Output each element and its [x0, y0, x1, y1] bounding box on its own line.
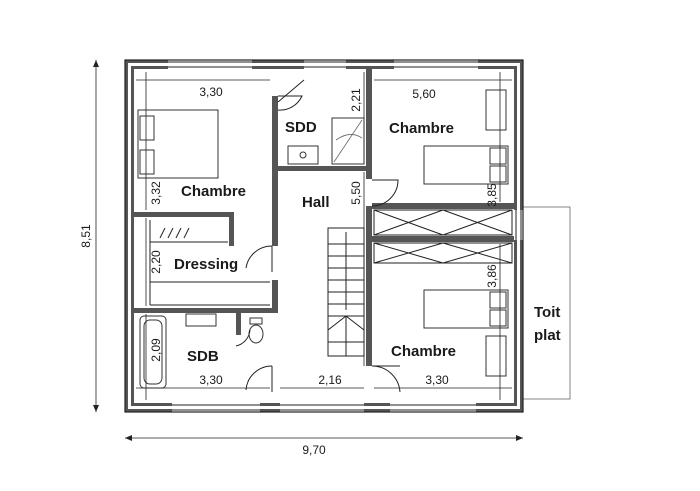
- room-label-sdb: SDB: [187, 348, 219, 365]
- flat-roof-outline: [521, 206, 571, 400]
- sdd-fixtures: [287, 117, 365, 165]
- dressing-rails: [149, 220, 270, 306]
- room-label-chambre-3: Chambre: [391, 343, 456, 360]
- dim-overall-height: 8,51: [79, 224, 93, 248]
- room-label-toit-plat-line1: Toit: [534, 304, 560, 321]
- dim-chambre-1-height: 3,32: [149, 181, 163, 205]
- dim-sdd-height: 2,21: [349, 88, 363, 112]
- dim-chambre-2-width: 5,60: [412, 87, 436, 101]
- outer-walls: [124, 59, 524, 413]
- doors: [235, 79, 401, 393]
- room-label-hall: Hall: [302, 194, 330, 211]
- room-label-chambre-2: Chambre: [389, 120, 454, 137]
- dim-sdb-width: 3,30: [199, 373, 223, 387]
- dim-hall-width: 2,16: [318, 373, 342, 387]
- room-label-sdd: SDD: [285, 119, 317, 136]
- room-label-dressing: Dressing: [174, 256, 238, 273]
- dim-chambre-3-width: 3,30: [425, 373, 449, 387]
- room-label-chambre-1: Chambre: [181, 183, 246, 200]
- bed-chambre-3: [423, 289, 509, 329]
- dim-overall-width: 9,70: [302, 443, 326, 457]
- dim-chambre-2-height: 3,85: [485, 183, 499, 207]
- dim-chambre-1-width: 3,30: [199, 85, 223, 99]
- dim-hall-height: 5,50: [349, 181, 363, 205]
- wardrobe-closets: [373, 209, 513, 264]
- staircase: [327, 227, 365, 357]
- dimension-lines: [93, 60, 523, 441]
- sdb-fixtures: [139, 313, 264, 389]
- dim-sdb-height: 2,09: [149, 338, 163, 362]
- desk-chambre-2: [485, 89, 507, 131]
- dim-dressing-height: 2,20: [149, 250, 163, 274]
- dim-chambre-3-height: 3,86: [485, 264, 499, 288]
- room-label-toit-plat-line2: plat: [534, 327, 561, 344]
- interior-walls: [134, 69, 514, 366]
- desk-chambre-3: [485, 335, 507, 377]
- bed-chambre-1: [137, 109, 219, 179]
- bed-chambre-2: [423, 145, 509, 185]
